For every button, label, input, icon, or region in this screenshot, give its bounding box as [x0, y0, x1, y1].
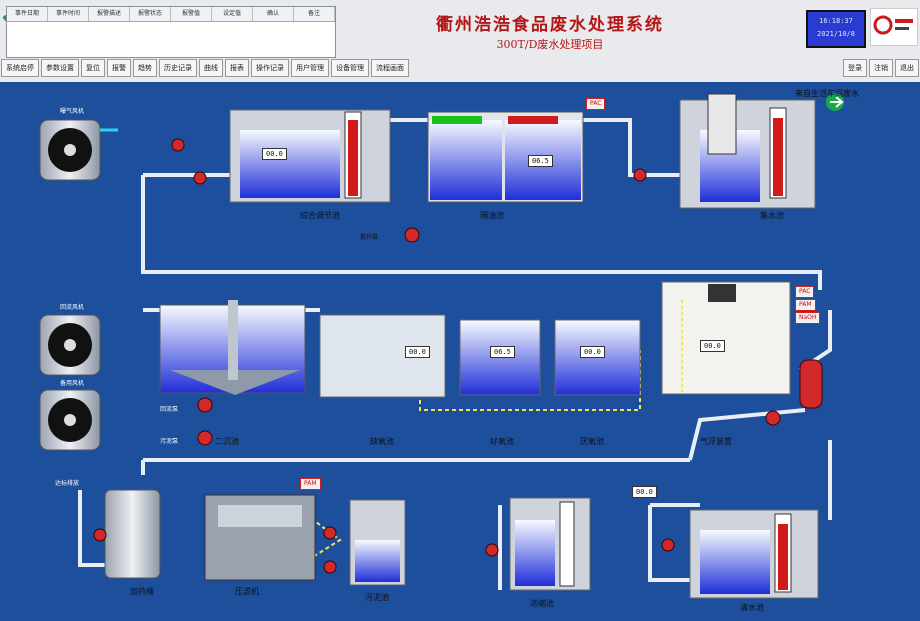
label-tank-anoxic: 缺氧池 — [370, 437, 394, 446]
clock-date: 2021/10/8 — [817, 30, 855, 38]
label-tank-anaerobic: 厌氧池 — [580, 437, 604, 446]
label-tank-mix: 综合调节池 — [300, 211, 340, 220]
label-tank-sep: 隔油池 — [480, 211, 504, 220]
reading-level-anoxic: 00.0 — [405, 346, 430, 358]
alarm-col: 备注 — [294, 7, 335, 21]
pump[interactable] — [765, 410, 781, 426]
pressure-vessel[interactable] — [799, 359, 823, 409]
tag-pump[interactable]: PAM — [300, 478, 321, 490]
nav-button[interactable]: 设备管理 — [331, 59, 369, 77]
clock-display: 16:18:37 2021/10/8 — [806, 10, 866, 48]
chem-tank — [104, 489, 161, 579]
alarm-table[interactable]: 事件日期 事件时间 报警描述 报警状态 报警值 设定值 确认 备注 — [6, 6, 336, 58]
label-pump-lift: 提升泵 — [360, 234, 379, 241]
nav-button[interactable]: 趋势 — [133, 59, 157, 77]
nav-button[interactable]: 报表 — [225, 59, 249, 77]
alarm-table-header: 事件日期 事件时间 报警描述 报警状态 报警值 设定值 确认 备注 — [7, 7, 335, 22]
tank-mbr — [159, 300, 306, 395]
pump[interactable] — [171, 138, 185, 152]
alarm-col: 事件时间 — [48, 7, 89, 21]
label-tank-sludge-thick: 浓缩池 — [530, 599, 554, 608]
alarm-col: 事件日期 — [7, 7, 48, 21]
pump[interactable] — [93, 528, 107, 542]
label-blower-2: 回流风机 — [60, 304, 85, 311]
nav-button[interactable]: 报警 — [107, 59, 131, 77]
nav-button[interactable]: 系统启停 — [1, 59, 39, 77]
tag-chem[interactable]: PAC — [586, 98, 606, 110]
tag-naoh[interactable]: NaOH — [795, 312, 821, 324]
nav-button[interactable]: 复位 — [81, 59, 105, 77]
label-pump-return: 回流泵 — [160, 406, 179, 413]
vendor-logo — [870, 8, 918, 46]
label-pump-sludge: 污泥泵 — [160, 438, 179, 445]
blower-1[interactable] — [39, 119, 118, 181]
tank-mix — [229, 109, 391, 203]
nav-button[interactable]: 退出 — [895, 59, 919, 77]
nav-button[interactable]: 登录 — [843, 59, 867, 77]
tank-sep — [427, 111, 584, 203]
alarm-col: 设定值 — [212, 7, 253, 21]
reading-level-anaerobic: 00.0 — [580, 346, 605, 358]
tank-clean — [689, 509, 819, 599]
label-device-air: 气浮装置 — [700, 437, 732, 446]
pump[interactable] — [197, 397, 213, 413]
nav-button[interactable]: 注销 — [869, 59, 893, 77]
page-subtitle: 300T/D废水处理项目 — [496, 38, 604, 51]
nav-button[interactable]: 曲线 — [199, 59, 223, 77]
alarm-col: 报警状态 — [130, 7, 171, 21]
nav-toolbar: 系统启停 参数设置 复位 报警 趋势 历史记录 曲线 报表 操作记录 用户管理 … — [0, 58, 920, 78]
label-inflow: 来自生活车间废水 — [795, 89, 859, 98]
label-tank-collect: 集水池 — [760, 211, 784, 220]
pump-group[interactable] — [93, 138, 781, 574]
label-filter-press: 压滤机 — [235, 587, 259, 596]
pump[interactable] — [633, 168, 647, 182]
label-chem-tank: 加药桶 — [130, 587, 154, 596]
reading-level-sep: 06.5 — [528, 155, 553, 167]
reading-level-aerobic: 06.5 — [490, 346, 515, 358]
tank-collect — [679, 93, 816, 209]
alarm-col: 确认 — [253, 7, 294, 21]
pump[interactable] — [197, 430, 213, 446]
label-tank-clean: 清水池 — [740, 603, 764, 612]
label-blower-3: 备用风机 — [60, 380, 85, 387]
clock-time: 16:18:37 — [819, 17, 853, 25]
device-air — [661, 281, 791, 395]
header-bar: 事件日期 事件时间 报警描述 报警状态 报警值 设定值 确认 备注 衢州浩浩食品… — [0, 0, 920, 82]
nav-button[interactable]: 用户管理 — [291, 59, 329, 77]
page-title: 衢州浩浩食品废水处理系统 — [436, 15, 664, 35]
reading-level-mix: 00.0 — [262, 148, 287, 160]
label-tank-aerobic: 好氧池 — [490, 437, 514, 446]
nav-button[interactable]: 流程画面 — [371, 59, 409, 77]
blower-3[interactable] — [39, 389, 101, 451]
alarm-col: 报警值 — [171, 7, 212, 21]
filter-press[interactable] — [204, 494, 316, 581]
nav-button[interactable]: 操作记录 — [251, 59, 289, 77]
nav-button[interactable]: 历史记录 — [159, 59, 197, 77]
reading-flow-clean: 00.0 — [632, 486, 657, 498]
pump[interactable] — [404, 227, 420, 243]
blower-2[interactable] — [39, 314, 101, 376]
tag-pam[interactable]: PAM — [795, 299, 816, 311]
alarm-col: 报警描述 — [89, 7, 130, 21]
pump[interactable] — [323, 526, 337, 540]
pump[interactable] — [485, 543, 499, 557]
pump[interactable] — [661, 538, 675, 552]
label-blower-1: 曝气风机 — [60, 108, 85, 115]
label-tank-mbr: 二沉池 — [215, 437, 239, 446]
inflow-arrow-icon — [826, 93, 844, 111]
tank-sludge-thick — [509, 497, 591, 591]
label-tank-sludge: 污泥池 — [365, 593, 389, 602]
nav-button[interactable]: 参数设置 — [41, 59, 79, 77]
reading-level-mbr: 00.0 — [700, 340, 725, 352]
tank-sludge — [349, 499, 406, 586]
pump[interactable] — [323, 560, 337, 574]
tag-pac[interactable]: PAC — [795, 286, 815, 298]
label-outflow: 达标排放 — [55, 480, 80, 487]
pump[interactable] — [193, 171, 207, 185]
